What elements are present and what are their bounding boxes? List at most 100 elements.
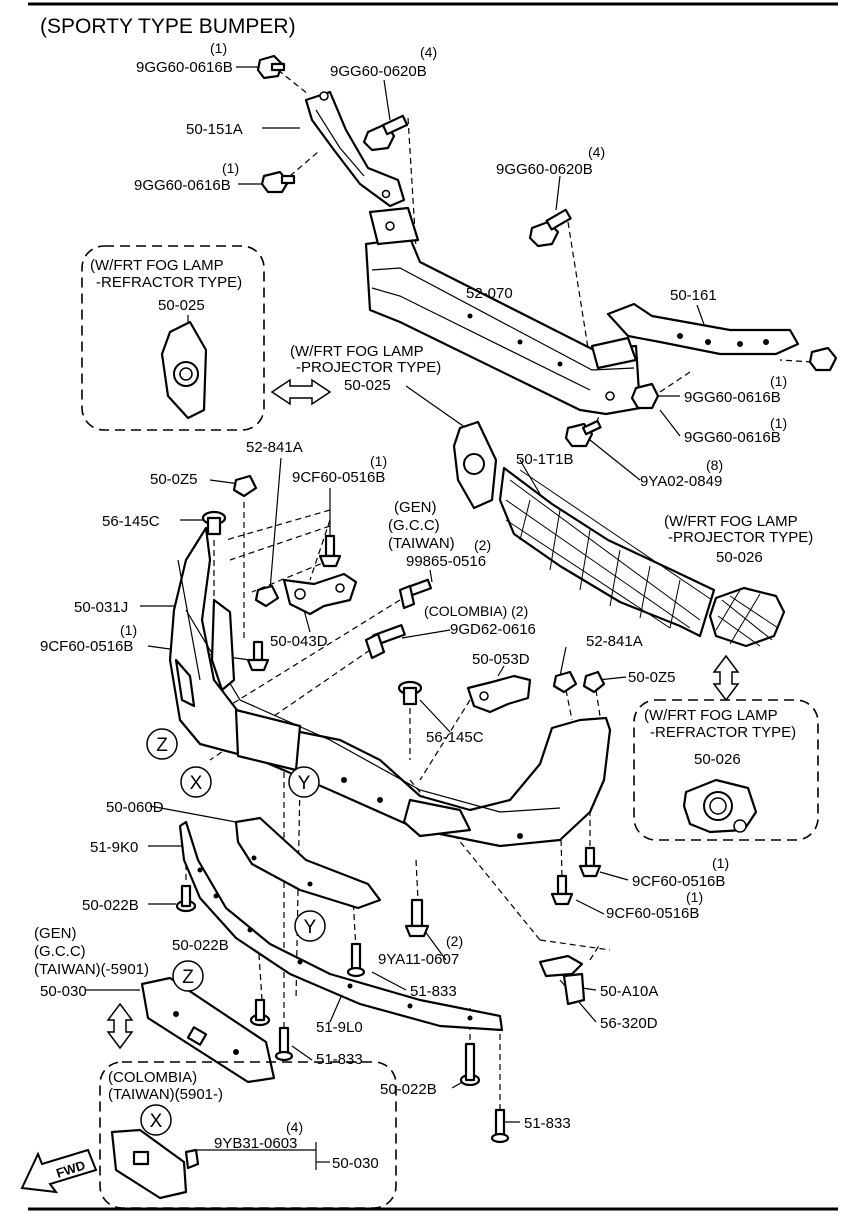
svg-text:X: X xyxy=(150,1111,163,1132)
double-arrow-horizontal xyxy=(270,378,332,406)
svg-text:(GEN): (GEN) xyxy=(34,925,77,942)
bolt-9GG60-0620B-right xyxy=(528,208,572,248)
qty-9GG60-0620B-top: (4) xyxy=(420,44,437,60)
label-9CF60-0516B-r2: 9CF60-0516B xyxy=(606,905,699,922)
label-9YA02-0849: 9YA02-0849 xyxy=(640,473,722,490)
svg-text:-PROJECTOR TYPE): -PROJECTOR TYPE) xyxy=(296,359,441,376)
box-fog-refractor-right xyxy=(633,699,819,841)
label-56-145C-left: 56-145C xyxy=(102,513,160,530)
qty-9GG60-0616B-r2: (1) xyxy=(770,415,787,431)
svg-text:(W/FRT FOG LAMP: (W/FRT FOG LAMP xyxy=(290,343,424,360)
clip-50-0Z5-left xyxy=(232,474,258,498)
bracket-50-053D xyxy=(466,674,532,714)
under-cover-50-060D xyxy=(234,816,382,910)
qty-9GG60-0616B-mid: (1) xyxy=(222,160,239,176)
svg-text:-REFRACTOR TYPE): -REFRACTOR TYPE) xyxy=(650,724,796,741)
note-fog-projector-center: (W/FRT FOG LAMP -PROJECTOR TYPE) xyxy=(290,343,441,376)
label-51-9L0: 51-9L0 xyxy=(316,1019,363,1036)
label-9CF60-0516B-r1: 9CF60-0516B xyxy=(632,873,725,890)
note-fog-refractor-right: (W/FRT FOG LAMP -REFRACTOR TYPE) xyxy=(644,707,796,741)
svg-text:(TAIWAN)(5901-): (TAIWAN)(5901-) xyxy=(108,1086,223,1103)
label-99865-0516: 99865-0516 xyxy=(406,553,486,570)
qty-9CF60-0516B-r1: (1) xyxy=(712,855,729,871)
fog-bezel-50-026-refractor xyxy=(682,778,758,834)
callout-x-lower: X xyxy=(140,1104,172,1136)
clip-50-022B-left xyxy=(175,884,197,913)
label-50-026-box: 50-026 xyxy=(694,751,741,768)
label-50-031J: 50-031J xyxy=(74,599,128,616)
label-50-030-top: 50-030 xyxy=(40,983,87,1000)
label-56-145C-center: 56-145C xyxy=(426,729,484,746)
label-50-022B-left: 50-022B xyxy=(82,897,139,914)
bolt-99865-0516 xyxy=(398,578,433,610)
label-9GG60-0620B-top: 9GG60-0620B xyxy=(330,63,427,80)
svg-text:(TAIWAN)(-5901): (TAIWAN)(-5901) xyxy=(34,961,149,978)
page-title: (SPORTY TYPE BUMPER) xyxy=(40,15,296,38)
label-9CF60-0516B-left: 9CF60-0516B xyxy=(40,638,133,655)
bolt-9GD62-0616 xyxy=(364,624,406,660)
label-50-025-left: 50-025 xyxy=(158,297,205,314)
label-56-320D: 56-320D xyxy=(600,1015,658,1032)
callout-x-upper: X xyxy=(180,766,212,798)
fwd-arrow: FWD xyxy=(20,1148,98,1194)
screw-9CF60-0516B-r2 xyxy=(550,874,574,906)
label-50-A10A: 50-A10A xyxy=(600,983,658,1000)
bolt-9GG60-0616B-top xyxy=(256,54,286,80)
label-50-030-bottom: 50-030 xyxy=(332,1155,379,1172)
label-50-0Z5-right: 50-0Z5 xyxy=(628,669,676,686)
nut-52-841A-right xyxy=(552,670,578,694)
clip-50-022B-mid xyxy=(249,998,271,1027)
rivet-51-833-c xyxy=(490,1108,510,1144)
svg-text:(W/FRT FOG LAMP: (W/FRT FOG LAMP xyxy=(664,513,798,530)
bracket-50-151A xyxy=(304,90,406,208)
svg-text:(COLOMBIA): (COLOMBIA) xyxy=(108,1069,197,1086)
label-9GG60-0616B-mid: 9GG60-0616B xyxy=(134,177,231,194)
qty-99865-0516: (2) xyxy=(474,537,491,553)
note-fog-projector-right: (W/FRT FOG LAMP -PROJECTOR TYPE) xyxy=(664,513,813,546)
label-52-070: 52-070 xyxy=(466,285,513,302)
svg-text:-REFRACTOR TYPE): -REFRACTOR TYPE) xyxy=(96,274,242,291)
label-50-161: 50-161 xyxy=(670,287,717,304)
bracket-50-161 xyxy=(606,302,800,356)
svg-text:(W/FRT FOG LAMP: (W/FRT FOG LAMP xyxy=(644,707,778,724)
label-50-022B-mid: 50-022B xyxy=(172,937,229,954)
callout-y-lower: Y xyxy=(294,910,326,942)
qty-9CF60-0516B-top: (1) xyxy=(370,453,387,469)
box-colombia-plate xyxy=(99,1061,397,1209)
svg-text:(G.C.C): (G.C.C) xyxy=(34,943,86,960)
fog-bezel-50-026-projector xyxy=(708,586,786,648)
label-51-833-a: 51-833 xyxy=(410,983,457,1000)
bracket-56-320D xyxy=(538,954,586,1006)
label-9GG60-0616B-top: 9GG60-0616B xyxy=(136,59,233,76)
qty-9GG60-0616B-top: (1) xyxy=(210,40,227,56)
plate-50-030-top xyxy=(140,976,276,1084)
double-arrow-vertical-right xyxy=(712,654,740,702)
label-9YA11-0607: 9YA11-0607 xyxy=(378,951,459,968)
bracket-50-043D xyxy=(282,572,358,616)
label-50-151A: 50-151A xyxy=(186,121,243,138)
callout-z-lower: Z xyxy=(172,960,204,992)
svg-text:(G.C.C): (G.C.C) xyxy=(388,517,440,534)
bolt-9GG60-0616B-mid xyxy=(260,170,296,194)
label-50-026-right: 50-026 xyxy=(716,549,763,566)
fog-bezel-50-025-center xyxy=(452,420,498,510)
qty-9CF60-0516B-left: (1) xyxy=(120,622,137,638)
double-arrow-vertical-left xyxy=(106,1002,134,1050)
callout-z-upper: Z xyxy=(146,728,178,760)
svg-text:X: X xyxy=(190,773,203,794)
clip-56-145C-left xyxy=(201,510,227,536)
bolt-9GG60-0620B-top xyxy=(362,114,409,152)
label-50-022B-bottom: 50-022B xyxy=(380,1081,437,1098)
box-fog-refractor-left xyxy=(81,245,265,431)
svg-text:Z: Z xyxy=(156,735,168,756)
fog-bezel-50-025-left xyxy=(160,320,208,420)
svg-text:Y: Y xyxy=(298,773,311,794)
qty-9GG60-0616B-r1: (1) xyxy=(770,373,787,389)
label-50-043D: 50-043D xyxy=(270,633,328,650)
svg-text:(W/FRT FOG LAMP: (W/FRT FOG LAMP xyxy=(90,257,224,274)
bumper-cover-50-031J xyxy=(168,526,612,848)
label-52-841A-left: 52-841A xyxy=(246,439,303,456)
bolt-9GG60-0616B-r1 xyxy=(808,346,838,372)
qty-9YA02-0849: (8) xyxy=(706,457,723,473)
svg-text:Y: Y xyxy=(304,917,317,938)
